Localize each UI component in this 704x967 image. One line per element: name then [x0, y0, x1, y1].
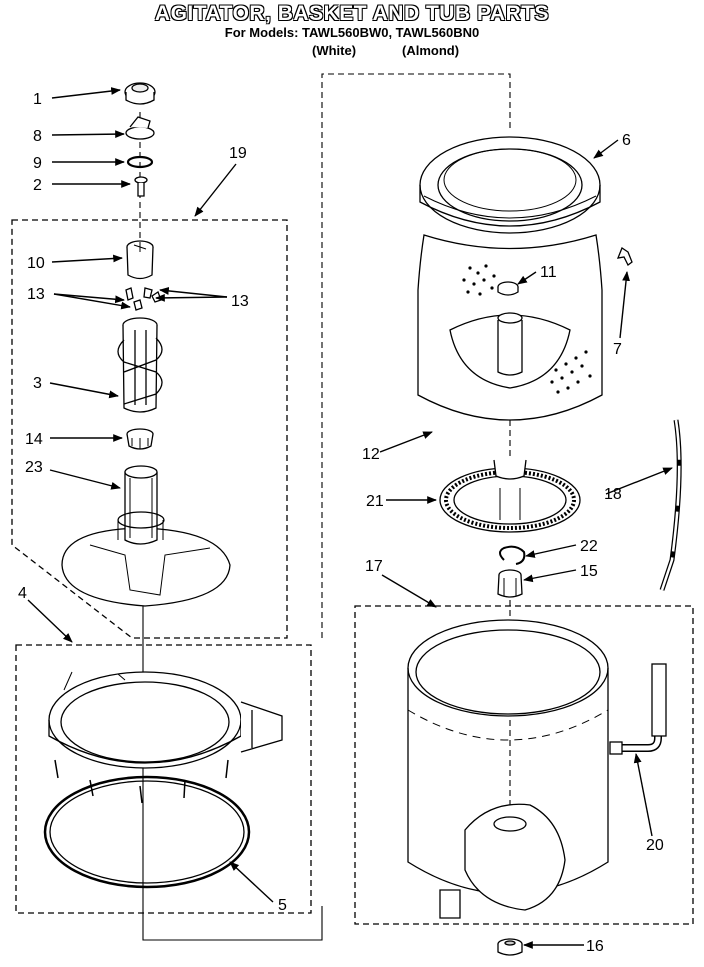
- balance-ring: [419, 136, 601, 234]
- diagram-title: AGITATOR, BASKET AND TUB PARTS: [154, 2, 550, 25]
- tub-ring-group-box: [15, 644, 312, 914]
- agitator-cap: [124, 82, 156, 105]
- basket-hub: [439, 459, 581, 533]
- basket-nut: [497, 281, 519, 296]
- spanner-nut: [497, 569, 523, 598]
- callout-3: 3: [33, 375, 42, 392]
- basket: [417, 234, 603, 421]
- snap-ring: [499, 545, 526, 565]
- callout-4: 4: [18, 585, 27, 602]
- tub-bearing: [497, 938, 523, 956]
- align-line-tub: [321, 73, 511, 638]
- callout-10: 10: [27, 255, 45, 272]
- callout-16: 16: [586, 938, 604, 955]
- agitator-base: [61, 465, 231, 607]
- outer-tub: [407, 619, 609, 919]
- callout-8: 8: [33, 128, 42, 145]
- callout-9: 9: [33, 155, 42, 172]
- balance-ring-clip: [616, 247, 633, 266]
- callout-12: 12: [362, 446, 380, 463]
- dogs: [125, 287, 162, 311]
- tub-hose: [609, 663, 667, 755]
- cap-retainer: [125, 116, 155, 140]
- align-line-base: [142, 600, 323, 941]
- callout-18: 18: [604, 486, 622, 503]
- callout-13-left: 13: [27, 286, 45, 303]
- callout-6: 6: [622, 132, 631, 149]
- agitator-group-box: [11, 219, 288, 639]
- cap-bolt: [134, 176, 148, 197]
- callout-2: 2: [33, 177, 42, 194]
- callout-20: 20: [646, 837, 664, 854]
- tub-ring-seal: [43, 775, 251, 889]
- callout-21: 21: [366, 493, 384, 510]
- callout-7: 7: [613, 341, 622, 358]
- callout-17: 17: [365, 558, 383, 575]
- callout-13-right: 13: [231, 293, 249, 310]
- colour-almond-label: (Almond): [402, 43, 460, 58]
- outer-tub-group-box: [354, 605, 694, 925]
- callout-22: 22: [580, 538, 598, 555]
- tub-ring: [48, 671, 283, 804]
- colour-white-label: (White): [312, 43, 357, 58]
- drive-bell: [126, 428, 154, 450]
- callout-14: 14: [25, 431, 43, 448]
- cam: [126, 240, 154, 280]
- o-ring: [126, 155, 154, 169]
- hose-inner: [660, 419, 681, 591]
- callout-11: 11: [540, 264, 557, 281]
- callout-15: 15: [580, 563, 598, 580]
- callout-5: 5: [278, 897, 287, 914]
- models-line: For Models: TAWL560BW0, TAWL560BN0: [224, 25, 480, 40]
- callout-19: 19: [229, 145, 247, 162]
- callout-23: 23: [25, 459, 43, 476]
- agitator-auger: [117, 317, 163, 413]
- callout-1: 1: [33, 91, 42, 108]
